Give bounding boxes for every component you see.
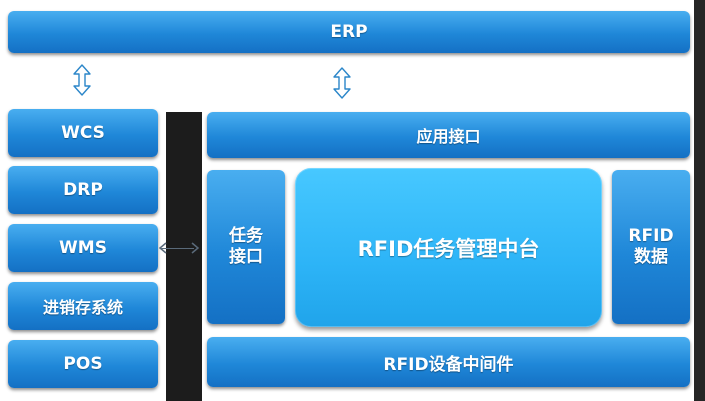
arrow-right-icon xyxy=(191,242,200,254)
task-interface-block: 任务 接口 xyxy=(207,170,285,324)
double-arrow-icon xyxy=(73,64,91,96)
system-block-jxc: 进销存系统 xyxy=(8,282,158,330)
app-interface-label: 应用接口 xyxy=(416,127,481,146)
system-label: DRP xyxy=(63,180,103,200)
system-label: 进销存系统 xyxy=(42,298,123,317)
system-block-pos: POS xyxy=(8,340,158,388)
system-label: POS xyxy=(63,354,103,374)
rfid-data-line2: 数据 xyxy=(634,247,668,267)
rfid-data-line1: RFID xyxy=(628,225,674,246)
app-interface-block: 应用接口 xyxy=(207,112,690,158)
task-interface-line2: 接口 xyxy=(229,247,263,267)
rfid-task-management-center: RFID任务管理中台 xyxy=(295,168,602,327)
arrow-left-icon xyxy=(158,242,167,254)
divider-bar xyxy=(166,112,202,401)
middleware-label: RFID设备中间件 xyxy=(383,354,514,375)
system-block-wcs: WCS xyxy=(8,109,158,157)
rfid-middleware-block: RFID设备中间件 xyxy=(207,337,690,387)
erp-block: ERP xyxy=(8,11,690,53)
system-label: WMS xyxy=(59,238,107,258)
system-label: WCS xyxy=(61,123,105,143)
erp-label: ERP xyxy=(330,22,368,42)
right-edge-bar xyxy=(694,0,705,401)
double-arrow-icon xyxy=(333,67,351,99)
system-block-drp: DRP xyxy=(8,166,158,214)
connector-line xyxy=(160,248,194,249)
rfid-data-block: RFID 数据 xyxy=(612,170,690,324)
task-interface-line1: 任务 xyxy=(229,225,263,246)
center-label: RFID任务管理中台 xyxy=(357,236,540,261)
system-block-wms: WMS xyxy=(8,224,158,272)
